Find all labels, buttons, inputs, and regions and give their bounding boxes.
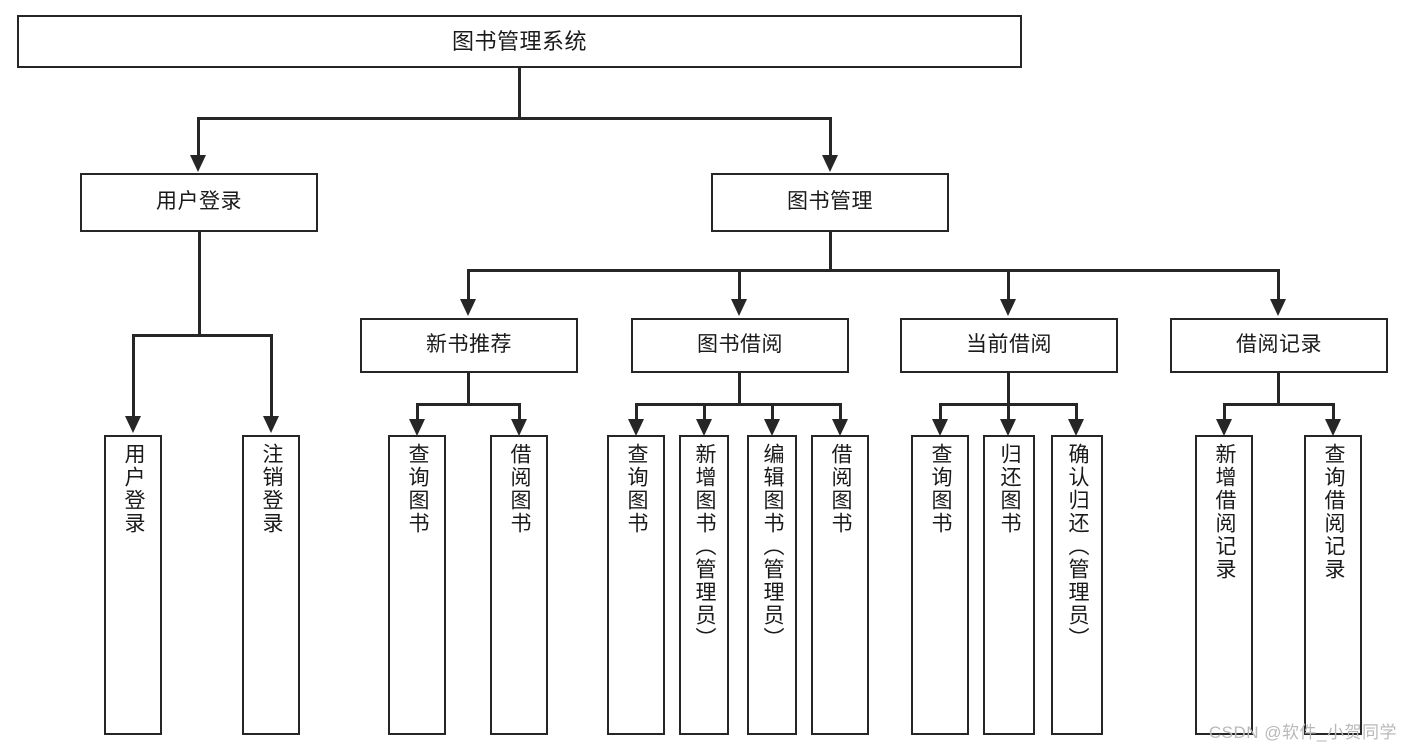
node-label: 查询图书	[406, 443, 430, 535]
leaf-book-borrow-edit[interactable]: 编辑图书（管理员）	[747, 435, 797, 735]
connector-book-mgmt-bus	[468, 269, 1280, 272]
node-book-management[interactable]: 图书管理	[711, 173, 949, 232]
connector-book-borrow-child-3	[771, 403, 774, 421]
leaf-new-book-borrow[interactable]: 借阅图书	[490, 435, 548, 735]
connector-borrow-record-child-2	[1332, 403, 1335, 421]
connector-book-borrow-bus	[636, 403, 841, 406]
node-label: 查询图书	[929, 443, 953, 535]
node-root-system[interactable]: 图书管理系统	[17, 15, 1022, 68]
leaf-new-book-query[interactable]: 查询图书	[388, 435, 446, 735]
arrow-book-borrow-child-4	[832, 419, 848, 436]
connector-user-login-bus	[133, 334, 272, 337]
arrow-book-borrow-child-2	[696, 419, 712, 436]
connector-book-borrow-child-2	[703, 403, 706, 421]
connector-new-book-child-2	[518, 403, 521, 421]
leaf-borrow-record-add[interactable]: 新增借阅记录	[1195, 435, 1253, 735]
arrow-book-borrow-child-3	[764, 419, 780, 436]
node-label: 新增借阅记录	[1213, 443, 1237, 581]
node-label: 当前借阅	[966, 333, 1052, 357]
node-label: 新书推荐	[426, 333, 512, 357]
arrow-root-to-book-mgmt	[822, 155, 838, 172]
node-label: 借阅记录	[1236, 333, 1322, 357]
arrow-root-to-user-login	[190, 155, 206, 172]
connector-new-book-stem	[467, 373, 470, 405]
node-new-book-recommend[interactable]: 新书推荐	[360, 318, 578, 373]
connector-book-mgmt-child-2	[738, 269, 741, 301]
node-user-login[interactable]: 用户登录	[80, 173, 318, 232]
arrow-user-login-child-2	[263, 416, 279, 433]
connector-new-book-bus	[417, 403, 520, 406]
node-label: 用户登录	[122, 443, 146, 535]
arrow-book-mgmt-child-4	[1270, 299, 1286, 316]
arrow-book-mgmt-child-1	[460, 299, 476, 316]
node-label: 图书借阅	[697, 333, 783, 357]
arrow-user-login-child-1	[125, 416, 141, 433]
node-label: 查询图书	[625, 443, 649, 535]
node-label: 借阅图书	[829, 443, 853, 535]
connector-borrow-record-child-1	[1223, 403, 1226, 421]
node-label: 借阅图书	[508, 443, 532, 535]
watermark-text: CSDN @软件_小贺同学	[1208, 723, 1397, 742]
node-label: 新增图书（管理员）	[693, 443, 717, 650]
connector-book-borrow-stem	[738, 373, 741, 405]
connector-current-borrow-child-2	[1007, 403, 1010, 421]
leaf-book-borrow-borrow[interactable]: 借阅图书	[811, 435, 869, 735]
arrow-current-borrow-child-2	[1000, 419, 1016, 436]
node-current-borrow[interactable]: 当前借阅	[900, 318, 1118, 373]
node-label: 编辑图书（管理员）	[761, 443, 785, 650]
arrow-borrow-record-child-1	[1216, 419, 1232, 436]
node-label: 归还图书	[998, 443, 1022, 535]
connector-current-borrow-child-3	[1075, 403, 1078, 421]
node-label: 图书管理系统	[451, 28, 587, 54]
arrow-book-mgmt-child-2	[731, 299, 747, 316]
leaf-current-borrow-query[interactable]: 查询图书	[911, 435, 969, 735]
connector-user-login-child-2	[270, 334, 273, 418]
connector-borrow-record-stem	[1277, 373, 1280, 405]
connector-new-book-child-1	[416, 403, 419, 421]
connector-root-to-user-login	[197, 117, 200, 157]
leaf-user-login-login[interactable]: 用户登录	[104, 435, 162, 735]
connector-root-bus	[198, 117, 831, 120]
connector-book-mgmt-child-4	[1277, 269, 1280, 301]
node-book-borrow[interactable]: 图书借阅	[631, 318, 849, 373]
arrow-new-book-child-1	[409, 419, 425, 436]
arrow-borrow-record-child-2	[1325, 419, 1341, 436]
connector-current-borrow-stem	[1007, 373, 1010, 405]
arrow-new-book-child-2	[511, 419, 527, 436]
node-borrow-record[interactable]: 借阅记录	[1170, 318, 1388, 373]
leaf-current-borrow-return[interactable]: 归还图书	[983, 435, 1035, 735]
connector-borrow-record-bus	[1224, 403, 1334, 406]
connector-current-borrow-child-1	[939, 403, 942, 421]
leaf-book-borrow-query[interactable]: 查询图书	[607, 435, 665, 735]
connector-book-mgmt-stem	[829, 232, 832, 271]
connector-book-borrow-child-4	[839, 403, 842, 421]
connector-book-mgmt-child-3	[1007, 269, 1010, 301]
arrow-current-borrow-child-1	[932, 419, 948, 436]
node-label: 注销登录	[260, 443, 284, 535]
connector-user-login-stem	[198, 232, 201, 336]
connector-user-login-child-1	[132, 334, 135, 418]
connector-book-mgmt-child-1	[467, 269, 470, 301]
arrow-book-mgmt-child-3	[1000, 299, 1016, 316]
connector-root-stem	[518, 68, 521, 118]
connector-book-borrow-child-1	[635, 403, 638, 421]
node-label: 图书管理	[787, 190, 873, 214]
leaf-user-login-logout[interactable]: 注销登录	[242, 435, 300, 735]
node-label: 确认归还（管理员）	[1066, 443, 1090, 650]
node-label: 用户登录	[156, 190, 242, 214]
leaf-current-borrow-confirm[interactable]: 确认归还（管理员）	[1051, 435, 1103, 735]
connector-root-to-book-mgmt	[829, 117, 832, 157]
node-label: 查询借阅记录	[1322, 443, 1346, 581]
arrow-book-borrow-child-1	[628, 419, 644, 436]
leaf-book-borrow-add[interactable]: 新增图书（管理员）	[679, 435, 729, 735]
arrow-current-borrow-child-3	[1068, 419, 1084, 436]
leaf-borrow-record-query[interactable]: 查询借阅记录	[1304, 435, 1362, 735]
